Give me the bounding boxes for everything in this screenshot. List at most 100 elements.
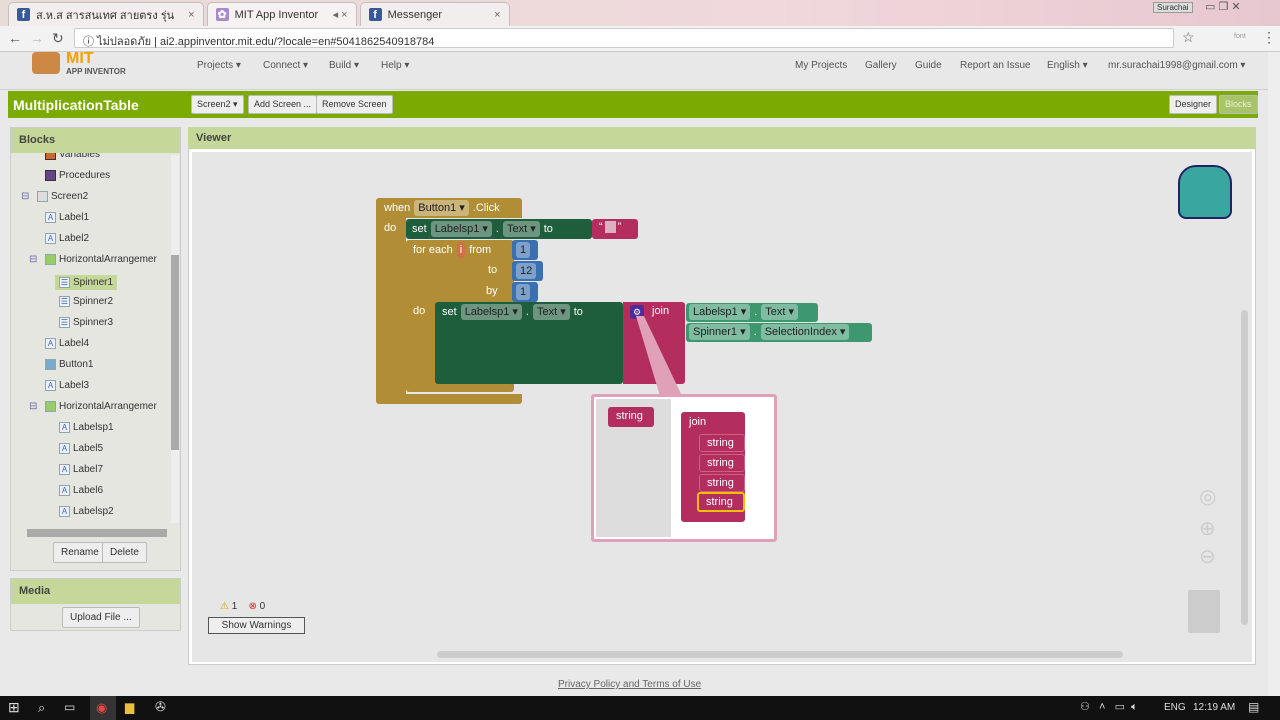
close-icon[interactable]: ◂ × [332, 9, 348, 21]
screen-dropdown[interactable]: Screen2 ▾ [191, 95, 244, 114]
component-dropdown-button1[interactable]: Button1 ▾ [414, 200, 469, 216]
set-labelsp1-text-block[interactable] [406, 219, 592, 239]
property-dropdown-text[interactable]: Text ▾ [502, 221, 540, 237]
link-report-issue[interactable]: Report an Issue [960, 60, 1031, 71]
show-warnings-button[interactable]: Show Warnings [208, 617, 305, 634]
text-value-field[interactable] [604, 221, 616, 233]
property-dropdown-text[interactable]: Text ▾ [532, 304, 570, 320]
language-indicator[interactable]: ENG [1164, 702, 1186, 713]
tree-vscrollbar[interactable] [171, 155, 179, 523]
mutator-join-item[interactable]: string [699, 434, 745, 452]
collapse-icon[interactable]: ⊟ [29, 254, 38, 265]
clock[interactable]: 12:19 AM [1193, 702, 1236, 713]
task-view-icon[interactable]: ▭ [64, 700, 76, 714]
component-dropdown-labelsp1[interactable]: Labelsp1 ▾ [460, 304, 522, 320]
notifications-icon[interactable]: ▤ [1248, 700, 1260, 714]
account-dropdown[interactable]: mr.surachai1998@gmail.com ▾ [1108, 60, 1246, 71]
by-value[interactable]: 1 [516, 284, 531, 300]
property-dropdown-text[interactable]: Text ▾ [761, 304, 799, 320]
zoom-out-icon[interactable]: ⊖ [1199, 546, 1216, 568]
set-labelsp1-text-block-inner[interactable] [435, 302, 623, 384]
tree-item[interactable]: Variables [45, 153, 100, 160]
collapse-icon[interactable]: ⊟ [29, 401, 38, 412]
component-dropdown-labelsp1[interactable]: Labelsp1 ▾ [430, 221, 492, 237]
tree-item[interactable]: ⊟HorizontalArrangemer [29, 401, 157, 412]
tree-item[interactable]: Procedures [45, 170, 110, 181]
to-value[interactable]: 12 [516, 263, 537, 279]
url-input[interactable]: ⓘ ไม่ปลอดภัย | ai2.appinventor.mit.edu/?… [74, 28, 1174, 48]
tree-item[interactable]: ⊟Screen2 [21, 191, 88, 202]
close-icon[interactable]: × [494, 8, 501, 21]
forward-icon[interactable]: → [30, 30, 44, 46]
system-tray-icons[interactable]: ⚇ ˄ ▭ 🔈︎ [1080, 701, 1138, 713]
link-gallery[interactable]: Gallery [865, 60, 897, 71]
privacy-link[interactable]: Privacy Policy and Terms of Use [558, 679, 702, 690]
add-screen-button[interactable]: Add Screen ... [248, 95, 318, 114]
tree-item[interactable]: ☰Spinner2 [59, 296, 113, 307]
workspace-vscrollbar[interactable] [1241, 310, 1248, 625]
mutator-join-item[interactable]: string [699, 474, 745, 492]
delete-button[interactable]: Delete [102, 542, 147, 563]
mutator-string-item[interactable]: string [608, 407, 654, 427]
back-icon[interactable]: ← [8, 30, 22, 46]
window-controls[interactable]: ▭ ❐ ✕ [1205, 1, 1241, 13]
star-icon[interactable]: ☆ [1182, 29, 1195, 45]
tree-item[interactable]: ☰Spinner1 [55, 275, 118, 290]
upload-file-button[interactable]: Upload File ... [62, 607, 140, 628]
number-block-to[interactable] [512, 261, 543, 281]
labelsp1-text-getter[interactable] [686, 303, 818, 322]
menu-projects[interactable]: Projects ▾ [197, 60, 241, 71]
mutator-join-item[interactable]: string [699, 454, 745, 472]
recenter-icon[interactable]: ◎ [1199, 486, 1217, 508]
backpack-icon[interactable] [1178, 165, 1232, 219]
language-dropdown[interactable]: English ▾ [1047, 60, 1088, 71]
search-icon[interactable]: ⌕ [38, 700, 46, 715]
designer-button[interactable]: Designer [1169, 95, 1218, 114]
mutator-join-item-selected[interactable]: string [697, 492, 745, 512]
workspace-hscrollbar[interactable] [437, 651, 1123, 658]
link-my-projects[interactable]: My Projects [795, 60, 848, 71]
component-dropdown-labelsp1[interactable]: Labelsp1 ▾ [689, 304, 751, 320]
property-dropdown-selectionindex[interactable]: SelectionIndex ▾ [760, 324, 850, 340]
profile-button[interactable]: Surachai [1153, 2, 1193, 13]
zoom-in-icon[interactable]: ⊕ [1199, 518, 1216, 540]
link-guide[interactable]: Guide [915, 60, 942, 71]
app-icon[interactable]: ✇ [155, 699, 166, 714]
remove-screen-button[interactable]: Remove Screen [316, 95, 393, 114]
logo-text[interactable]: MIT [66, 50, 94, 67]
tree-item[interactable]: Button1 [45, 359, 93, 370]
collapse-icon[interactable]: ⊟ [21, 191, 30, 202]
tree-hscrollbar[interactable] [27, 529, 167, 537]
menu-help[interactable]: Help ▾ [381, 60, 410, 71]
menu-build[interactable]: Build ▾ [329, 60, 360, 71]
from-value[interactable]: 1 [516, 242, 531, 258]
browser-tab-active[interactable]: ✿MIT App Inventor◂ × [206, 2, 357, 26]
reload-icon[interactable]: ↻ [52, 30, 64, 46]
menu-connect[interactable]: Connect ▾ [263, 60, 309, 71]
trash-icon[interactable] [1188, 590, 1220, 633]
page-scrollbar[interactable] [1268, 52, 1280, 696]
rename-button[interactable]: Rename [53, 542, 107, 563]
menu-icon[interactable]: ⋮ [1262, 29, 1276, 45]
mutator-gear-icon[interactable]: ⚙ [630, 305, 644, 319]
extension-button[interactable]: font [1234, 33, 1246, 40]
tree-item[interactable]: ⊟HorizontalArrangemer [29, 254, 157, 265]
chrome-taskbar-icon[interactable]: ◉ [90, 696, 116, 720]
number-block-from[interactable] [512, 240, 538, 260]
tree-item[interactable]: ☰Spinner3 [59, 317, 113, 328]
close-icon[interactable]: × [188, 8, 195, 21]
component-dropdown-spinner1[interactable]: Spinner1 ▾ [689, 324, 750, 340]
blocks-button[interactable]: Blocks [1219, 95, 1258, 114]
file-explorer-icon[interactable]: ▆ [125, 700, 135, 714]
number-block-by[interactable] [512, 282, 538, 302]
